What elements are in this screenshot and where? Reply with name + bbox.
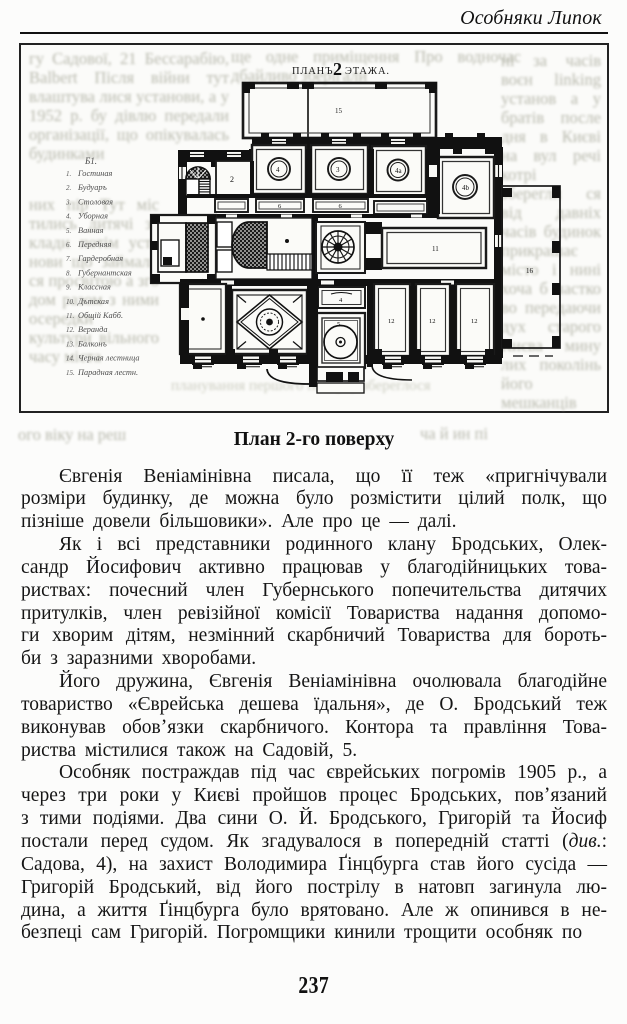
svg-text:4b: 4b	[462, 184, 470, 192]
svg-text:5.: 5.	[66, 227, 72, 235]
svg-text:Гостиная: Гостиная	[77, 169, 113, 178]
svg-text:2: 2	[333, 59, 342, 79]
svg-text:7.: 7.	[66, 255, 72, 263]
svg-text:Уборная: Уборная	[78, 212, 108, 221]
svg-text:1.: 1.	[66, 170, 72, 178]
svg-text:6: 6	[278, 203, 282, 210]
svg-text:Парадная лестн.: Парадная лестн.	[77, 368, 138, 377]
svg-text:Веранда: Веранда	[78, 325, 108, 334]
svg-text:Ванная: Ванная	[78, 226, 104, 235]
svg-text:6: 6	[339, 203, 343, 210]
svg-text:15.: 15.	[66, 369, 75, 377]
svg-text:Будуаръ: Будуаръ	[77, 183, 108, 192]
svg-text:Передняя: Передняя	[77, 240, 111, 249]
svg-text:9.: 9.	[66, 284, 72, 292]
svg-text:13.: 13.	[66, 340, 75, 348]
svg-text:4: 4	[276, 166, 280, 174]
svg-text:4: 4	[339, 297, 343, 304]
svg-text:Черная лестница: Черная лестница	[78, 354, 139, 363]
svg-text:Столовая: Столовая	[78, 197, 113, 206]
svg-text:4.: 4.	[66, 213, 72, 221]
svg-text:3.: 3.	[65, 198, 72, 206]
svg-text:Балконъ: Балконъ	[77, 339, 107, 348]
svg-text:14.: 14.	[66, 355, 75, 363]
svg-text:5: 5	[337, 321, 340, 328]
svg-text:11: 11	[432, 245, 439, 253]
svg-text:Б1.: Б1.	[84, 156, 97, 166]
svg-text:ПЛАНЪ: ПЛАНЪ	[292, 66, 333, 77]
svg-text:6.: 6.	[66, 241, 72, 249]
svg-text:4a: 4a	[395, 167, 403, 175]
svg-text:2: 2	[230, 175, 234, 184]
svg-text:12: 12	[429, 318, 436, 325]
svg-text:12.: 12.	[66, 326, 75, 334]
svg-text:2.: 2.	[66, 184, 72, 192]
svg-text:12: 12	[388, 318, 395, 325]
svg-text:10.: 10.	[66, 298, 75, 306]
svg-text:16: 16	[526, 267, 534, 275]
svg-text:ЭТАЖА.: ЭТАЖА.	[345, 66, 390, 77]
svg-text:Классная: Классная	[77, 283, 111, 292]
svg-text:12: 12	[471, 318, 478, 325]
svg-text:Дътская: Дътская	[77, 297, 109, 306]
svg-text:Губернантская: Губернантская	[77, 268, 132, 277]
svg-text:Общій Кабб.: Общій Кабб.	[78, 311, 123, 320]
svg-text:8.: 8.	[66, 269, 72, 277]
svg-text:3: 3	[336, 166, 340, 174]
svg-text:11.: 11.	[66, 312, 74, 320]
svg-text:Гардеробная: Гардеробная	[77, 254, 123, 263]
svg-text:15: 15	[335, 107, 343, 115]
